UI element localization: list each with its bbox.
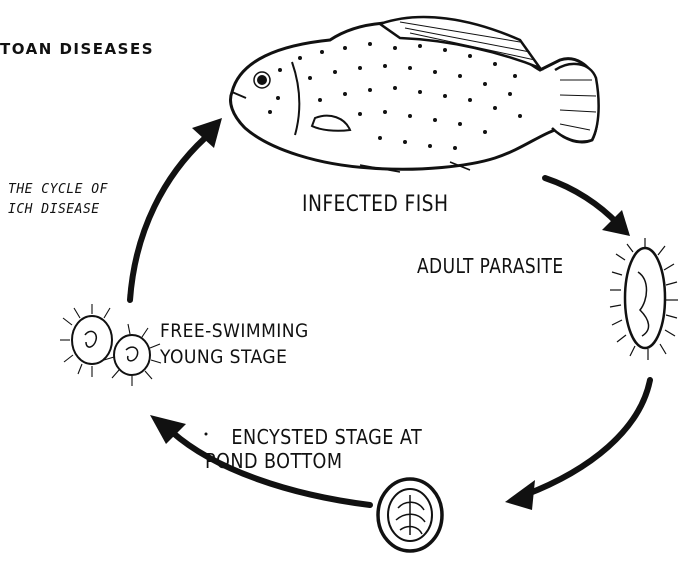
caption-line-1: THE CYCLE OF bbox=[8, 180, 108, 200]
label-adult-parasite: ADULT PARASITE bbox=[417, 254, 564, 278]
arrow-fish-to-adult bbox=[545, 178, 618, 224]
diagram-caption: THE CYCLE OF ICH DISEASE bbox=[8, 180, 108, 220]
adult-parasite-illustration bbox=[610, 238, 678, 360]
encysted-cyst-illustration bbox=[378, 479, 442, 551]
arrow-adult-to-encysted bbox=[525, 380, 650, 495]
label-encysted-line-2: POND BOTTOM bbox=[205, 449, 422, 473]
label-free-swimming-line-2: YOUNG STAGE bbox=[160, 344, 309, 370]
label-free-swimming: FREE-SWIMMING YOUNG STAGE bbox=[160, 318, 309, 370]
label-encysted-line-1: ENCYSTED STAGE AT bbox=[205, 425, 422, 449]
arrow-free-to-fish bbox=[130, 138, 205, 300]
caption-line-2: ICH DISEASE bbox=[8, 200, 108, 220]
section-header: TOAN DISEASES bbox=[0, 40, 154, 58]
infected-fish-illustration bbox=[231, 17, 599, 172]
label-encysted-stage: ENCYSTED STAGE AT POND BOTTOM bbox=[205, 425, 422, 473]
free-swimming-young-illustration bbox=[60, 304, 161, 386]
label-free-swimming-line-1: FREE-SWIMMING bbox=[160, 318, 309, 344]
label-infected-fish: INFECTED FISH bbox=[302, 192, 448, 217]
